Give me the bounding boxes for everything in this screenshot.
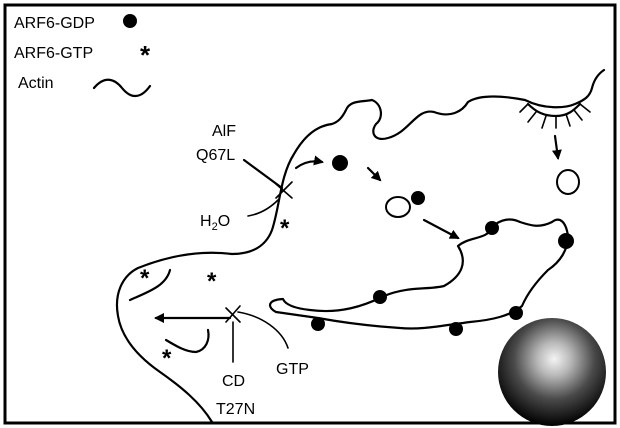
pit-bristles [519, 103, 591, 129]
arrow-membrane-to-tip [294, 155, 324, 170]
h2o-subscript: 2 [212, 221, 218, 233]
gdp-dot [311, 317, 325, 331]
gdp-legend-icon [123, 14, 137, 28]
q67l-label: Q67L [196, 147, 235, 164]
gdp-dot [558, 233, 574, 249]
gdp-dot [332, 155, 348, 171]
particle-sphere [498, 318, 606, 426]
arf6-gtp-asterisks: * * * * [140, 215, 290, 372]
gdp-dot [509, 306, 523, 320]
legend: ARF6-GDP ARF6-GTP * Actin [14, 14, 152, 98]
gtp-label: GTP [276, 361, 309, 378]
legend-gdp-label: ARF6-GDP [14, 15, 95, 32]
phagocytic-cup [269, 218, 570, 330]
arrow-to-cup [422, 218, 460, 240]
gtp-asterisk: * [207, 268, 217, 295]
actin-fragment-left [128, 268, 172, 302]
arf6-gdp-dots [311, 155, 574, 336]
gdp-dot [373, 290, 387, 304]
cd-label: CD [222, 373, 245, 390]
h2o-tail: O [218, 213, 230, 230]
legend-gtp-label: ARF6-GTP [14, 45, 93, 62]
cell-membrane [115, 68, 606, 424]
h2o-connector [247, 199, 279, 217]
gtp-connector [237, 311, 289, 349]
arrow-pit-to-vesicle [551, 134, 562, 160]
actin-fragment-bottom [164, 328, 210, 354]
inhibition-marks [225, 181, 293, 323]
gtp-legend-icon: * [140, 40, 151, 70]
diagram-frame [3, 3, 617, 425]
vesicle-middle [385, 196, 411, 218]
gdp-dot [485, 221, 499, 235]
gtp-asterisk: * [280, 215, 290, 242]
gdp-dot [449, 322, 463, 336]
gtp-asterisk: * [162, 345, 172, 372]
t27n-label: T27N [216, 401, 255, 418]
vesicle-top-right [556, 169, 580, 195]
h2o-main: H [200, 213, 212, 230]
h2o-label: H2O [200, 213, 230, 233]
arrow-to-vesicle [366, 166, 382, 182]
legend-actin-label: Actin [18, 75, 54, 92]
gdp-dot [411, 191, 425, 205]
gtp-asterisk: * [140, 265, 150, 292]
actin-legend-icon [92, 78, 152, 98]
aif-label: AlF [212, 123, 236, 140]
